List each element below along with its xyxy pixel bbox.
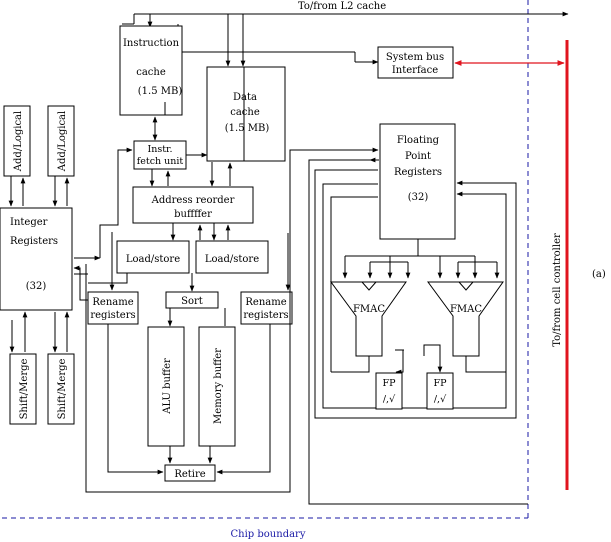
fmac-label-2: FMAC [450, 304, 482, 315]
fmac-unit-1 [330, 281, 407, 357]
address-reorder-buffer [132, 186, 254, 224]
fmac-label-1: FMAC [353, 304, 385, 315]
rename-left-label-2: registers [90, 310, 135, 321]
data-cache-label-1: Data [233, 92, 257, 103]
fp-unit-label-1b: /,√ [383, 394, 396, 405]
instruction-fetch-unit [133, 140, 187, 170]
shift-merge-unit-1 [9, 353, 37, 425]
cell-controller-label: To/from cell controller [552, 233, 563, 347]
instruction-cache [119, 25, 183, 116]
fmac-unit-2 [427, 281, 504, 357]
memory-buffer [198, 326, 236, 447]
l2-cache-label: To/from L2 cache [298, 1, 386, 12]
data-cache-label-2: cache [230, 107, 260, 118]
rename-registers-right [240, 291, 293, 325]
fp-divide-sqrt-unit-2 [426, 372, 454, 410]
shift-merge-label-2: Shift/Merge [57, 359, 68, 420]
alu-buffer [147, 326, 185, 447]
l2-cache-bus [122, 11, 569, 67]
shift-merge-label-1: Shift/Merge [19, 359, 30, 420]
add-logical-label-1: Add/Logical [13, 111, 24, 172]
load-store-unit-2 [195, 240, 269, 274]
add-logical-unit-1 [3, 105, 31, 177]
fp-registers-label-3: Registers [394, 167, 442, 178]
rename-left-label-1: Rename [92, 297, 133, 308]
integer-registers-label-2: Registers [10, 236, 58, 247]
load-store-label-1: Load/store [126, 254, 180, 265]
alu-buffer-label: ALU buffer [162, 358, 173, 415]
memory-buffer-label: Memory buffer [213, 348, 224, 424]
integer-registers-label-1: Integer [10, 217, 48, 228]
chip-boundary-label: Chip boundary [231, 529, 306, 540]
fp-registers [379, 123, 456, 240]
fetch-unit-label-2: fetch unit [137, 156, 184, 167]
sort-label: Sort [181, 296, 203, 307]
chip-boundary [2, 0, 529, 519]
fetch-unit-label-1: Instr. [147, 144, 172, 155]
add-logical-unit-2 [47, 105, 75, 177]
instruction-cache-label-1: Instruction [123, 38, 180, 49]
address-reorder-label-1: Address reorder [151, 195, 235, 206]
rename-right-label-1: Rename [245, 297, 286, 308]
panel-label: (a) [592, 269, 606, 280]
shift-merge-unit-2 [47, 353, 75, 425]
system-bus-label-2: Interface [392, 65, 438, 76]
fp-registers-label-1: Floating [397, 135, 440, 146]
instruction-cache-label-2: cache [136, 67, 166, 78]
rename-registers-left [87, 291, 139, 325]
retire-label: Retire [174, 469, 205, 480]
fp-unit-label-2b: /,√ [434, 394, 447, 405]
system-bus-interface [377, 46, 454, 79]
fp-unit-label-1a: FP [383, 378, 397, 389]
load-store-label-2: Load/store [205, 254, 259, 265]
fp-registers-label-4: (32) [408, 192, 429, 203]
sort-unit [165, 291, 219, 309]
rename-right-label-2: registers [243, 310, 288, 321]
fp-divide-sqrt-unit-1 [375, 372, 403, 410]
integer-registers [0, 207, 73, 311]
retire-unit [164, 464, 216, 482]
add-logical-label-2: Add/Logical [57, 111, 68, 172]
load-store-unit-1 [116, 240, 190, 274]
integer-registers-label-3: (32) [26, 281, 47, 292]
system-bus-label-1: System bus [386, 52, 444, 63]
data-cache-label-3: (1.5 MB) [225, 123, 270, 134]
fp-unit-label-2a: FP [434, 378, 448, 389]
instruction-cache-label-3: (1.5 MB) [138, 86, 183, 97]
data-cache [206, 66, 286, 162]
fp-registers-label-2: Point [405, 151, 431, 162]
address-reorder-label-2: buffffer [174, 209, 212, 220]
